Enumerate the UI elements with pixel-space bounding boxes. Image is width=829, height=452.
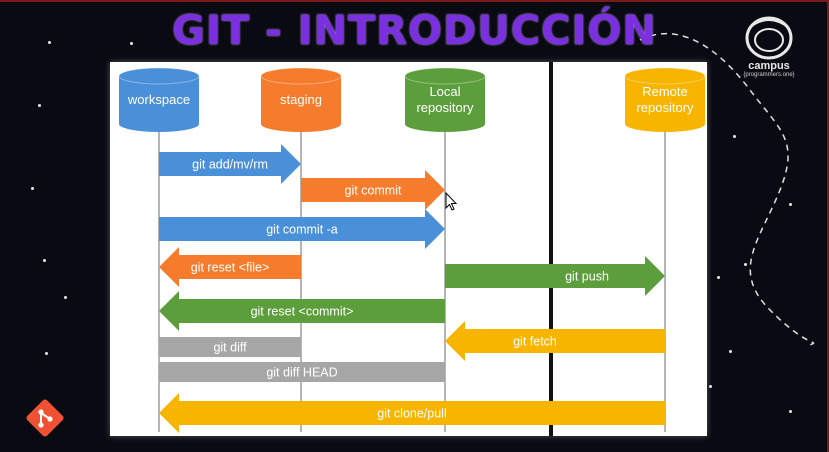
- command-label: git commit -a: [266, 223, 338, 237]
- command-arrow-shape: [159, 393, 665, 433]
- star-dot: [45, 352, 48, 355]
- command-arrow: git commit: [301, 170, 445, 210]
- cylinder-staging: staging: [260, 67, 342, 132]
- campus-logo: campus {programmers.one}: [737, 14, 801, 84]
- star-dot: [130, 42, 133, 45]
- command-arrow: git push: [445, 256, 665, 296]
- stage-label-remote: Remote: [642, 84, 688, 99]
- command-arrow-shape: [159, 209, 445, 249]
- command-arrow-shape: [159, 247, 301, 287]
- star-dot: [717, 276, 720, 279]
- star-dot: [789, 410, 792, 413]
- command-label: git fetch: [513, 335, 557, 349]
- command-arrow: git clone/pull: [159, 393, 665, 433]
- star-dot: [709, 385, 712, 388]
- right-border: [827, 0, 829, 452]
- command-arrow: git reset <file>: [159, 247, 301, 287]
- star-dot: [789, 203, 792, 206]
- cylinder-workspace: workspace: [118, 67, 200, 132]
- slide-title: GIT - INTRODUCCIÓN: [172, 8, 657, 54]
- command-arrow-shape: [159, 144, 301, 184]
- star-dot: [729, 350, 732, 353]
- star-dot: [733, 135, 736, 138]
- star-dot: [64, 296, 67, 299]
- command-bar: [159, 337, 301, 357]
- stage-label-remote: repository: [636, 100, 694, 115]
- command-label: git commit: [345, 184, 402, 198]
- command-arrow-shape: [159, 291, 445, 331]
- star-dot: [31, 187, 34, 190]
- star-dot: [48, 41, 51, 44]
- command-label: git diff HEAD: [266, 366, 337, 380]
- command-label: git push: [565, 270, 609, 284]
- astronaut-helmet-icon: [745, 16, 793, 60]
- command-label: git reset <commit>: [251, 305, 354, 319]
- command-bar: [159, 362, 445, 382]
- command-arrow: git commit -a: [159, 209, 445, 249]
- dashed-orbit-curve: [639, 32, 815, 346]
- stage-label-workspace: workspace: [127, 92, 190, 107]
- command-arrow: git add/mv/rm: [159, 144, 301, 184]
- command-label: git add/mv/rm: [192, 158, 268, 172]
- mouse-cursor-icon: [445, 191, 458, 211]
- logo-subtitle: {programmers.one}: [743, 72, 795, 78]
- command-label: git diff: [213, 341, 247, 355]
- stage-label-staging: staging: [280, 92, 322, 107]
- command-arrow: git fetch: [445, 321, 665, 361]
- command-arrow: git reset <commit>: [159, 291, 445, 331]
- star-dot: [43, 259, 46, 262]
- command-arrow: git diff HEAD: [159, 362, 445, 382]
- git-logo-icon: [26, 399, 64, 437]
- stage-label-local: Local: [429, 84, 460, 99]
- command-arrow-shape: [445, 321, 665, 361]
- command-label: git clone/pull: [377, 407, 447, 421]
- top-border: [0, 0, 829, 2]
- logo-text: campus: [748, 60, 790, 72]
- command-arrow-shape: [301, 170, 445, 210]
- star-dot: [38, 104, 41, 107]
- command-arrow: git diff: [159, 337, 301, 357]
- command-label: git reset <file>: [191, 261, 270, 275]
- star-dot: [744, 263, 747, 266]
- command-arrow-shape: [445, 256, 665, 296]
- stage-label-local: repository: [416, 100, 474, 115]
